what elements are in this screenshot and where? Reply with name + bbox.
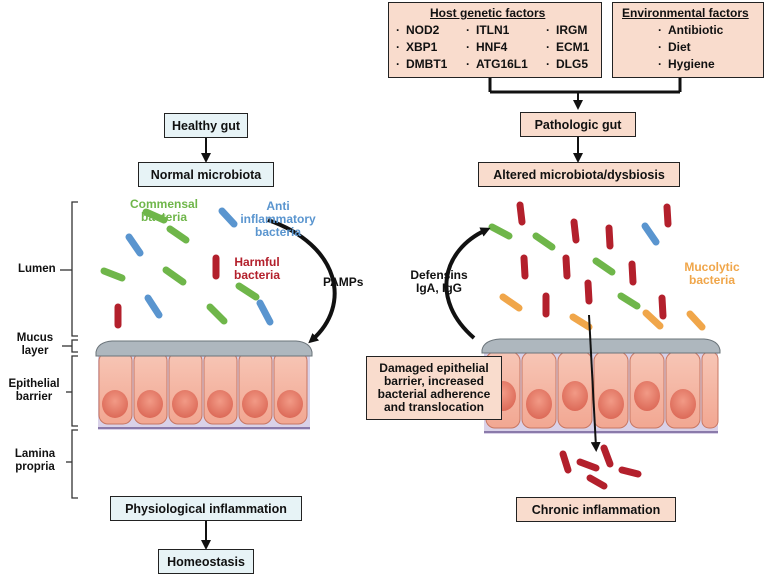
environmental-factors-box [612,2,764,78]
anti-inflammatory-bacterium [218,207,238,228]
mucus-layer-label: Mucus layer [16,332,54,357]
commensal-bacterium [235,282,260,301]
right-epithelium [481,338,721,434]
anti-inflammatory-bacteria-label: Anti inflammatory bacteria [240,199,316,239]
left-mucus-layer [95,340,313,357]
defensins-curved-arrow [444,227,491,340]
gene-itln1: ITLN1 [476,23,510,37]
pathologic-gut-box: Pathologic gut [520,112,636,137]
damaged-barrier-text: Damaged epithelial barrier, increased ba… [377,361,491,414]
normal-microbiota-box: Normal microbiota [138,162,274,187]
env-hygiene: Hygiene [668,57,715,71]
mucolytic-bacterium [642,309,664,330]
host-genetic-factors-box [388,2,602,78]
mucolytic-bacterium [686,310,706,331]
harmful-bacterium [520,254,529,280]
env-antibiotic: Antibiotic [668,23,724,37]
harmful-bacterium [663,203,672,228]
gene-irgm: IRGM [556,23,588,37]
harmful-bacterium [562,254,571,280]
commensal-bacterium [162,266,187,286]
left-nuclei [102,390,303,418]
translocated-bacterium [559,450,572,474]
host-genetic-factors-title: Host genetic factors [430,6,546,20]
homeostasis-box: Homeostasis [158,549,254,574]
layer-brackets [60,201,78,499]
left-epithelium [95,340,313,430]
commensal-bacterium [166,225,190,244]
lumen-label: Lumen [18,263,56,275]
mucolytic-bacterium [499,293,523,312]
harmful-bacterium [658,294,667,320]
right-mucus-layer [481,338,721,354]
commensal-bacterium [488,223,513,240]
harmful-bacterium [628,260,637,286]
commensal-bacterium [206,303,228,325]
harmful-bacterium [516,201,526,226]
translocated-bacterium [600,444,614,468]
gene-ecm1: ECM1 [556,40,590,54]
mucolytic-bacteria-label: Mucolytic bacteria [684,260,740,287]
env-diet: Diet [668,40,691,54]
environmental-factors-title: Environmental factors [622,6,749,20]
right-bacteria [488,201,706,490]
chronic-inflammation-box: Chronic inflammation [516,497,676,522]
lamina-propria-label: Lamina propria [14,448,56,473]
translocated-bacterium [586,474,608,490]
pamps-label: PAMPs [323,275,364,289]
gene-dmbt1: DMBT1 [406,57,448,71]
translocated-bacterium [576,458,600,472]
commensal-bacteria-label: Commensal bacteria [129,197,199,224]
epithelial-barrier-label: Epithelial barrier [8,378,60,403]
anti-inflammatory-bacterium [125,233,144,257]
healthy-gut-box: Healthy gut [164,113,248,138]
mucolytic-bacterium [569,313,593,331]
commensal-bacterium [142,208,168,224]
gene-xbp1: XBP1 [406,40,438,54]
commensal-bacterium [592,257,616,276]
anti-inflammatory-bacterium [144,294,163,319]
harmful-bacterium [570,218,580,244]
gene-nod2: NOD2 [406,23,440,37]
translocated-bacterium [618,466,642,478]
commensal-bacterium [617,292,641,310]
translocation-arrow [588,314,601,452]
gene-atg16l1: ATG16L1 [476,57,528,71]
commensal-bacterium [100,267,126,282]
left-bacteria [100,207,274,329]
harmful-bacterium [605,224,614,250]
gene-dlg5: DLG5 [556,57,589,71]
anti-inflammatory-bacterium [256,299,274,326]
commensal-bacterium [532,232,556,251]
altered-microbiota-box: Altered microbiota/dysbiosis [478,162,680,187]
gene-hnf4: HNF4 [476,40,508,54]
physiological-inflammation-box: Physiological inflammation [110,496,302,521]
damaged-barrier-box: Damaged epithelial barrier, increased ba… [366,356,502,420]
factor-connector [488,78,682,110]
defensins-label: Defensins IgA, IgG [410,268,468,295]
pamps-curved-arrow [267,218,337,344]
anti-inflammatory-bacterium [641,222,660,246]
harmful-bacteria-label: Harmful bacteria [233,255,281,282]
harmful-bacterium [584,279,593,305]
